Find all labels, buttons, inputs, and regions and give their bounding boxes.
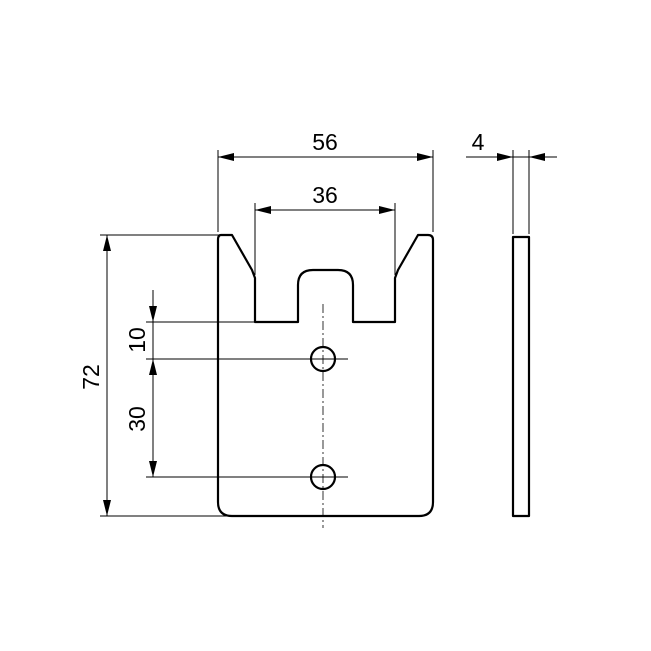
overall-width-dimension: 56 bbox=[217, 129, 434, 232]
arrowhead bbox=[417, 153, 433, 161]
side-view-plate bbox=[511, 235, 531, 518]
thickness-dimension: 4 bbox=[466, 129, 557, 234]
overall-height-dimension: 72 bbox=[78, 234, 228, 517]
thickness-label: 4 bbox=[472, 129, 485, 155]
arrowhead bbox=[497, 153, 513, 161]
arrowhead bbox=[149, 461, 157, 477]
arrowhead bbox=[218, 153, 234, 161]
arrowhead bbox=[103, 500, 111, 516]
arrowhead bbox=[529, 153, 545, 161]
slot-to-hole-label: 10 bbox=[124, 327, 150, 353]
arrowhead bbox=[379, 206, 395, 214]
hole-spacing-label: 30 bbox=[124, 406, 150, 432]
arrowhead bbox=[103, 235, 111, 251]
arrowhead bbox=[149, 306, 157, 322]
slot-width-dimension: 36 bbox=[254, 182, 396, 275]
plate-outline bbox=[216, 233, 435, 518]
slot-to-hole-dimension: 10 bbox=[124, 290, 348, 388]
hole-spacing-dimension: 30 bbox=[124, 359, 348, 478]
arrowhead bbox=[255, 206, 271, 214]
overall-height-label: 72 bbox=[78, 364, 104, 390]
slot-width-label: 36 bbox=[312, 182, 338, 208]
overall-width-label: 56 bbox=[312, 129, 338, 155]
